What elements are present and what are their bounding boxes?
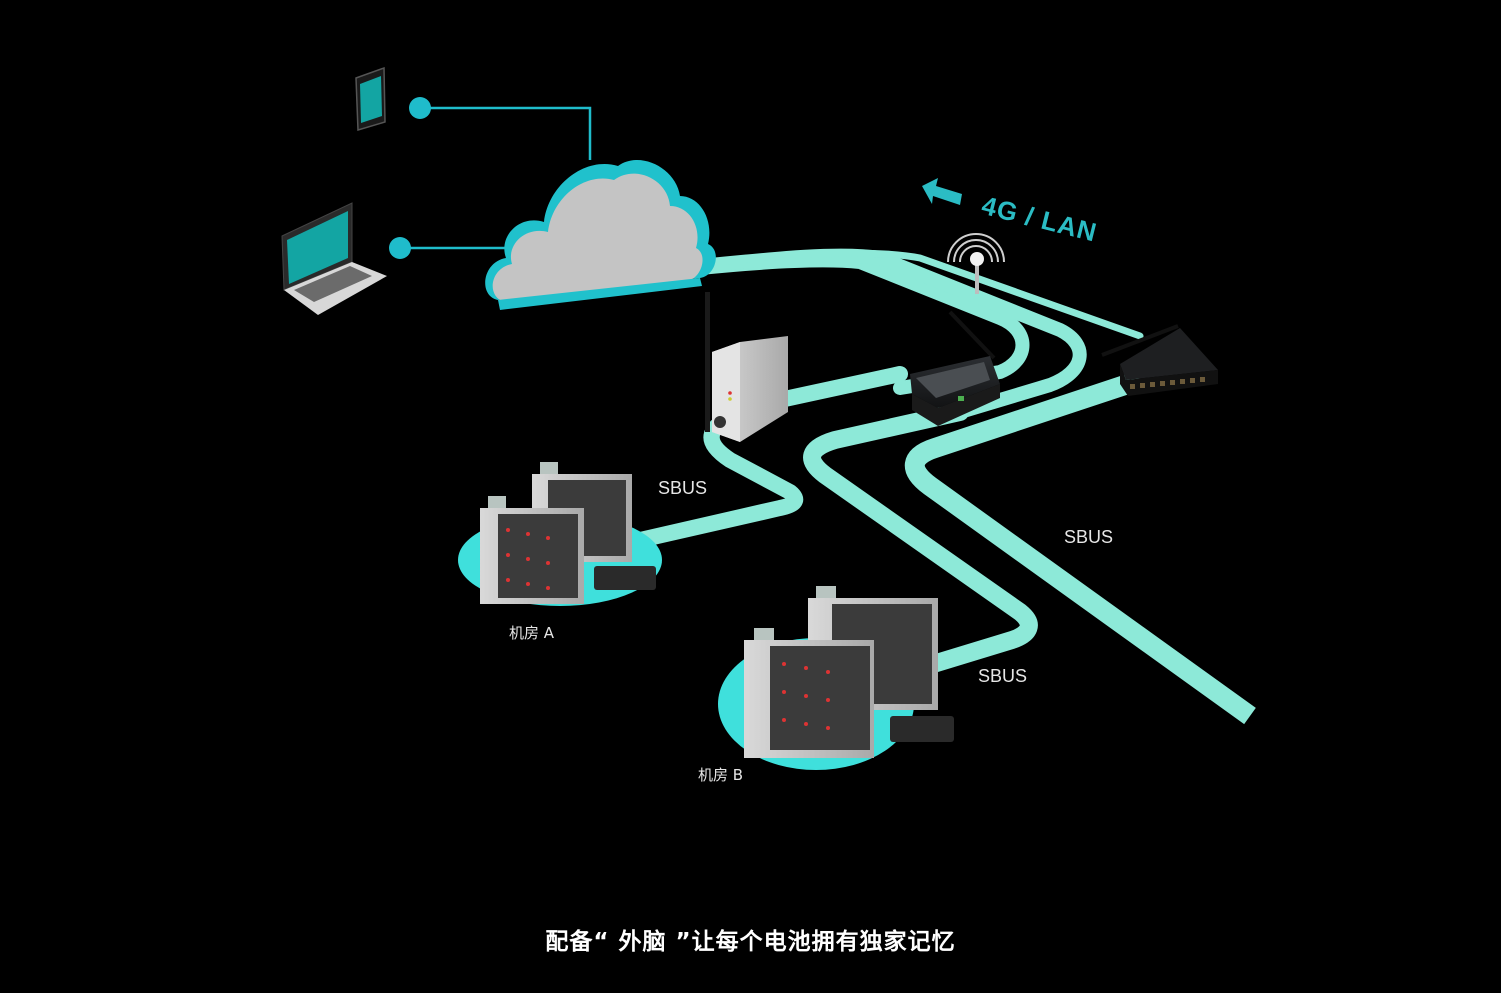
sbus-label-room-b: SBUS bbox=[978, 666, 1028, 686]
sbus-cable-room-b bbox=[803, 403, 1038, 674]
battery-cabinet-icon bbox=[744, 628, 874, 758]
tablet-link bbox=[420, 106, 592, 160]
room-b[interactable] bbox=[718, 586, 954, 770]
laptop-icon[interactable] bbox=[281, 202, 387, 315]
battery-cabinet-icon bbox=[480, 496, 584, 604]
sbus-label-main: SBUS bbox=[1064, 527, 1114, 547]
laptop-link-dot bbox=[389, 237, 411, 259]
cables bbox=[632, 248, 1256, 725]
room-b-label: 机房 B bbox=[698, 766, 744, 784]
sbus-cable-main bbox=[904, 370, 1256, 725]
wireless-antenna-icon bbox=[947, 233, 1005, 294]
arrow-left-icon bbox=[922, 178, 962, 205]
tablet-icon[interactable] bbox=[355, 66, 386, 131]
room-a-label: 机房 A bbox=[509, 624, 555, 642]
touchscreen-gateway-icon[interactable] bbox=[910, 310, 1000, 426]
uplink-cable-3 bbox=[696, 249, 1144, 340]
sbus-label-room-a: SBUS bbox=[658, 478, 708, 498]
monitor-unit-icon bbox=[890, 716, 954, 742]
monitor-unit-icon bbox=[594, 566, 656, 590]
client-links bbox=[389, 97, 592, 259]
tablet-link-dot bbox=[409, 97, 431, 119]
caption: 配备“ 外脑 ”让每个电池拥有独家记忆 bbox=[545, 929, 956, 955]
network-switch-icon[interactable] bbox=[1101, 324, 1218, 396]
wireless-collector-icon[interactable] bbox=[705, 292, 788, 442]
room-a[interactable] bbox=[458, 462, 662, 606]
cloud-icon bbox=[485, 159, 716, 310]
